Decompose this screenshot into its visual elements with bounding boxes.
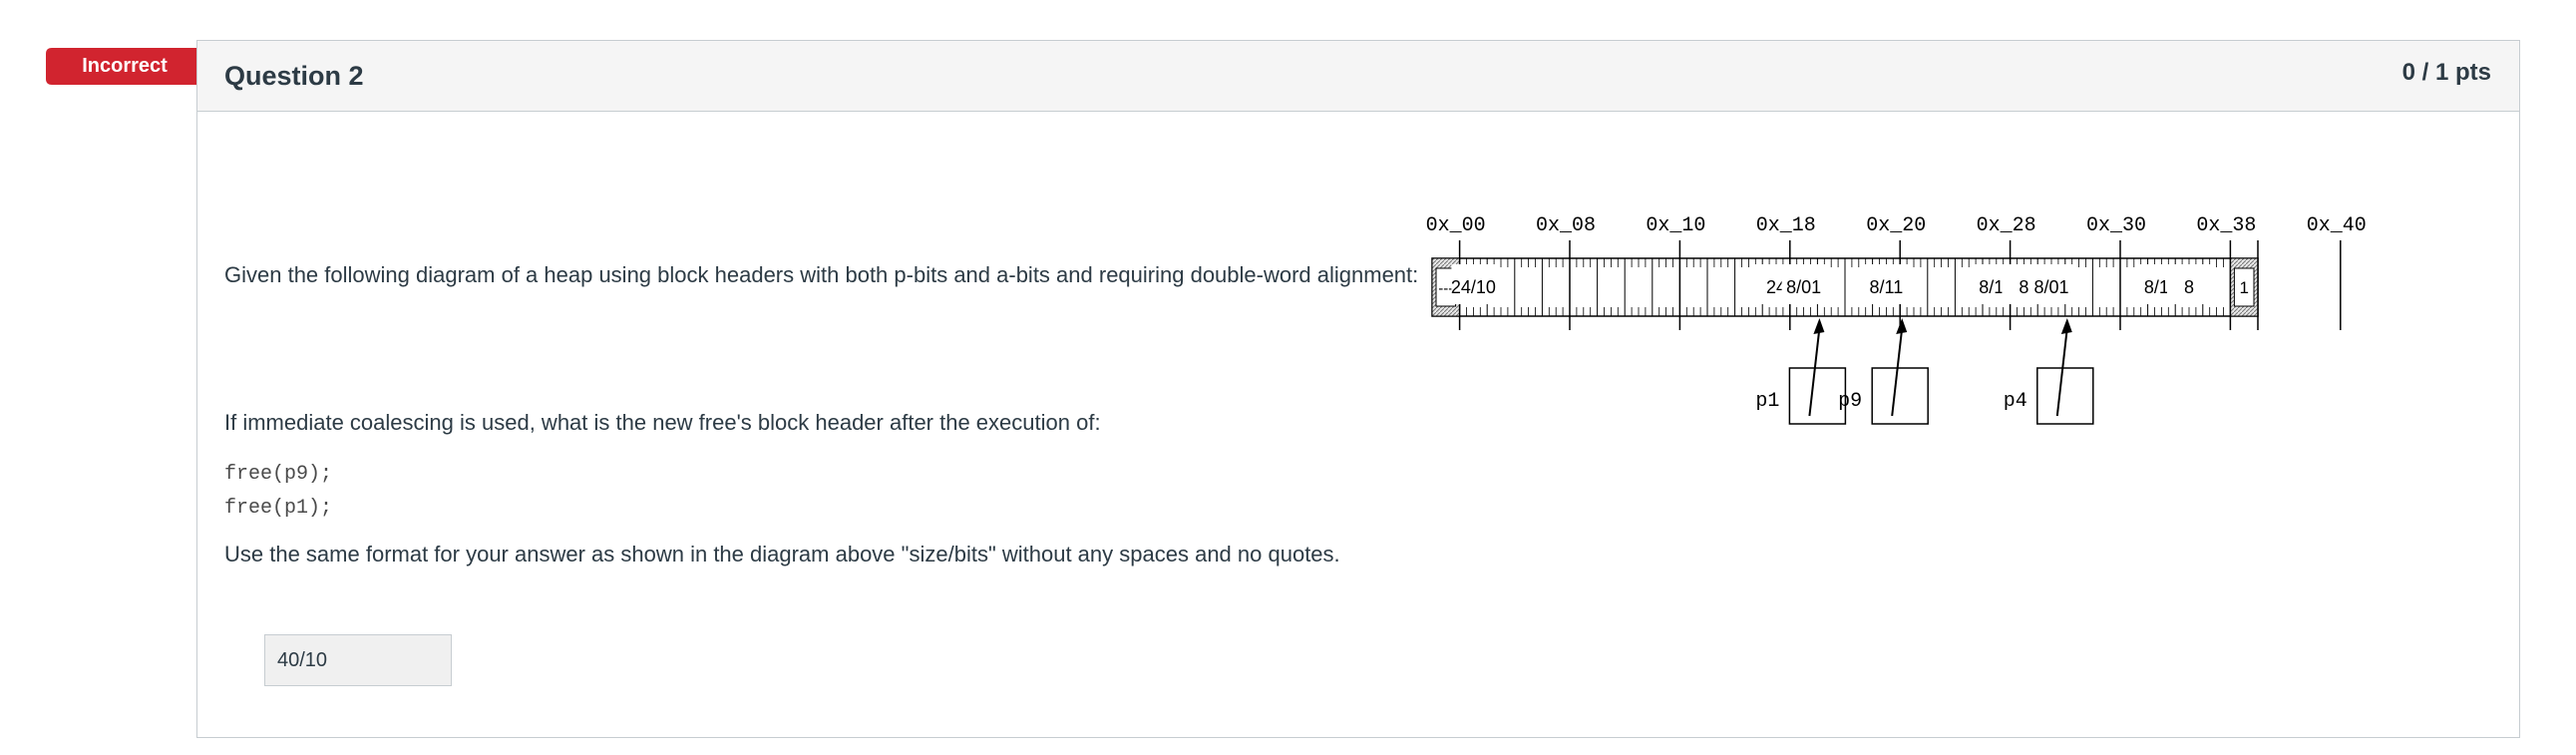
pointer-label-p1: p1 xyxy=(1755,390,1779,413)
heap-diagram: --- 1 0x_00 0x_08 0x_10 0x_18 0x_20 0x_28 0x_30 0… xyxy=(1426,214,2367,425)
pointer-box xyxy=(1871,367,1929,425)
question-card: Question 2 0 / 1 pts Given the following… xyxy=(196,40,2520,738)
address-label: 0x_38 xyxy=(2196,214,2256,237)
question-header: Question 2 0 / 1 pts xyxy=(197,41,2519,112)
epilogue-label: 1 xyxy=(2239,278,2248,297)
answer-value: 40/10 xyxy=(277,649,328,671)
header-cell-bg xyxy=(2029,264,2073,304)
pointer-arrow xyxy=(1891,327,1904,417)
code-line-2: free(p1); xyxy=(224,497,333,520)
address-label: 0x_20 xyxy=(1866,214,1926,237)
address-label: 0x_30 xyxy=(2086,214,2146,237)
address-label: 0x_28 xyxy=(1977,214,2036,237)
header-cell-bg xyxy=(1781,264,1826,304)
header-cell-label: 8 xyxy=(2019,277,2028,297)
pointer-label-p9: p9 xyxy=(1838,390,1862,413)
address-label: 0x_08 xyxy=(1536,214,1596,237)
header-cell-label: 8/01 xyxy=(2033,277,2068,297)
header-cell-label: 8/11 xyxy=(1870,277,1904,297)
address-label: 0x_40 xyxy=(2307,214,2367,237)
pointer-arrow xyxy=(1808,327,1821,417)
address-label: 0x_10 xyxy=(1646,214,1705,237)
epilogue-inner xyxy=(2233,267,2255,307)
coalescing-instruction: If immediate coalescing is used, what is… xyxy=(224,410,1101,435)
header-cell-label: 24/10 xyxy=(1451,277,1496,297)
question-points: 0 / 1 pts xyxy=(2401,59,2491,86)
answer-format-note: Use the same format for your answer as s… xyxy=(224,542,1340,566)
incorrect-badge-label: Incorrect xyxy=(82,55,168,77)
pointer-label-p4: p4 xyxy=(2004,390,2027,413)
pointer-box xyxy=(1788,367,1847,425)
pointer-arrow xyxy=(2055,327,2068,417)
padding-label: --- xyxy=(1438,280,1453,297)
address-label: 0x_00 xyxy=(1426,214,1486,237)
header-cell-label: 8 xyxy=(2184,277,2194,297)
question-prompt: Given the following diagram of a heap us… xyxy=(224,262,1419,287)
header-cell-label: 24 xyxy=(1766,277,1786,297)
answer-field[interactable]: 40/10 xyxy=(264,634,452,686)
header-cell-bg xyxy=(2167,264,2211,304)
code-line-1: free(p9); xyxy=(224,463,333,486)
header-cell-bg xyxy=(1451,264,1496,304)
address-label: 0x_18 xyxy=(1756,214,1816,237)
badge-shape xyxy=(46,48,213,85)
pointer-arrowhead xyxy=(1896,318,1908,334)
incorrect-badge: Incorrect xyxy=(46,48,213,85)
question-title: Question 2 xyxy=(224,61,364,91)
header-cell-bg xyxy=(1864,264,1909,304)
pointer-arrowhead xyxy=(1813,318,1825,334)
header-cell-label: 8/01 xyxy=(1786,277,1821,297)
pointer-box xyxy=(2036,367,2094,425)
pointer-arrowhead xyxy=(2060,318,2072,334)
